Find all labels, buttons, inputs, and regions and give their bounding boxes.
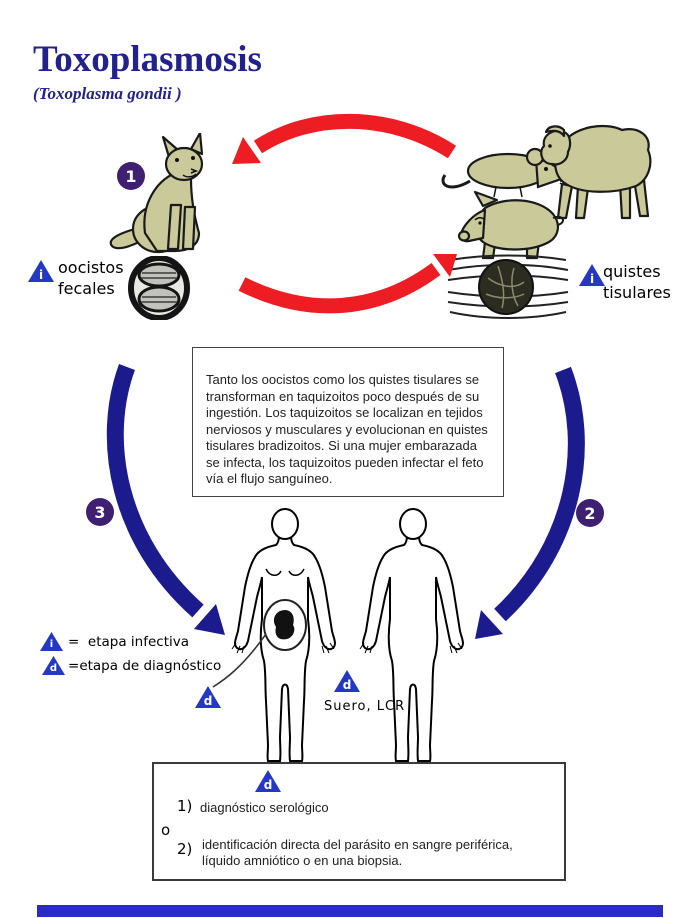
pig-illustration	[457, 190, 564, 260]
step-badge-1-number: 1	[125, 166, 137, 186]
infective-letter: i	[38, 268, 44, 282]
infective-stage-icon: i	[40, 632, 63, 651]
tissue-cysts-label-line2: tisulares	[603, 283, 671, 302]
diagnosis-box: d 1) diagnóstico serológico o 2) identif…	[152, 762, 566, 881]
equals-sign: =	[68, 634, 80, 650]
tissue-cysts-label: quistes tisulares	[603, 261, 671, 303]
oocyst-illustration	[128, 256, 190, 320]
legend-infective-text: etapa infectiva	[87, 634, 190, 650]
pregnant-woman-illustration	[231, 508, 336, 762]
legend-infective: = etapa infectiva	[68, 634, 189, 650]
oocysts-label: oocistos fecales	[58, 257, 124, 299]
page-subtitle: (Toxoplasma gondii )	[33, 84, 182, 103]
step-badge-2-number: 2	[584, 503, 596, 523]
legend-diagnosis: =etapa de diagnóstico	[68, 658, 221, 674]
infective-letter: i	[49, 639, 54, 650]
diagnosis-stage-icon: d	[195, 686, 221, 708]
description-box: Tanto los oocistos como los quistes tisu…	[192, 347, 504, 497]
footer-bar	[37, 905, 663, 917]
equals-sign: =	[68, 658, 80, 674]
diagnosis-letter: d	[49, 663, 58, 674]
infective-letter: i	[589, 272, 595, 286]
diagnosis-letter: d	[203, 694, 213, 708]
infective-stage-icon: i	[28, 260, 54, 282]
oocysts-label-line1: oocistos	[58, 258, 124, 277]
oocysts-label-line2: fecales	[58, 279, 115, 298]
human-figures-illustration	[231, 508, 464, 762]
diagnosis-stage-icon: d	[334, 670, 360, 692]
fetus-pointer-line	[212, 633, 267, 688]
serum-lcr-label: Suero, LCR	[324, 699, 405, 714]
step-badge-1: 1	[117, 162, 145, 190]
diagnosis-letter: d	[342, 678, 352, 692]
infective-stage-icon: i	[579, 264, 605, 286]
step-badge-2: 2	[576, 499, 604, 527]
diagnosis-letter: d	[263, 778, 273, 792]
man-illustration	[359, 508, 464, 762]
cat-illustration	[109, 133, 204, 254]
diagnosis-item1-number: 1)	[177, 797, 193, 815]
diagnosis-item2-line2: líquido amniótico o en una biopsia.	[202, 853, 403, 868]
diagnosis-or-text: o	[161, 821, 171, 839]
blue-transmission-arrows	[106, 364, 585, 639]
page-title: Toxoplasmosis	[33, 39, 262, 80]
serum-lcr-text: Suero, LCR	[324, 699, 406, 714]
tissue-cysts-label-line1: quistes	[603, 262, 661, 281]
diagnosis-item2-line1: identificación directa del parásito en s…	[202, 837, 513, 852]
red-cycle-arrows	[232, 113, 457, 314]
diagnosis-item2-text: identificación directa del parásito en s…	[202, 837, 562, 869]
step-badge-3: 3	[86, 498, 114, 526]
description-text: Tanto los oocistos como los quistes tisu…	[206, 372, 488, 486]
diagnosis-item2-number: 2)	[177, 840, 193, 858]
step-badge-3-number: 3	[94, 502, 106, 522]
sheep-illustration	[540, 124, 652, 220]
diagnosis-item1-text: diagnóstico serológico	[200, 800, 329, 815]
diagnosis-stage-icon: d	[42, 656, 65, 675]
legend-diagnosis-text: etapa de diagnóstico	[79, 658, 222, 674]
tissue-cyst-illustration	[447, 254, 569, 319]
diagnosis-stage-icon: d	[255, 770, 281, 792]
